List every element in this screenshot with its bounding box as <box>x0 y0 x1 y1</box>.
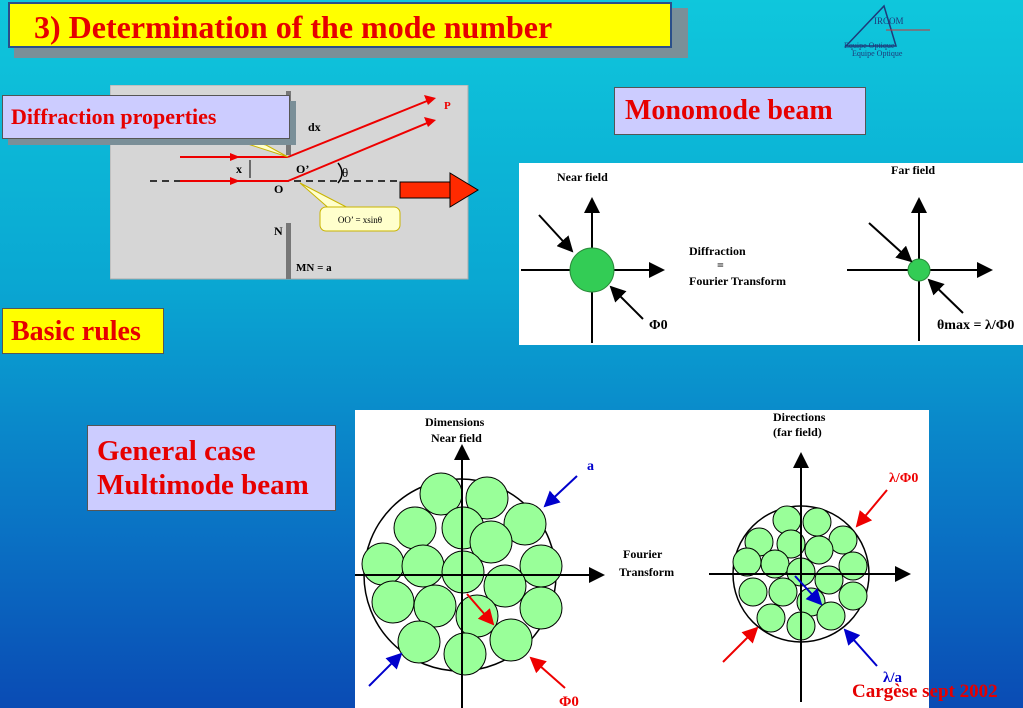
phi0-multi-label: Φ0 <box>559 694 579 708</box>
logo-text-2: Equipe Optique <box>844 41 895 50</box>
ircom-logo: IRCOM Equipe Optique Equipe Optique <box>844 4 930 58</box>
label-O: O <box>274 182 283 196</box>
callout-text: OO’ = xsinθ <box>338 215 382 225</box>
callout-box <box>319 206 401 232</box>
near-blue-pointer <box>368 652 403 687</box>
incident-arrow-top <box>230 153 240 161</box>
far-mode <box>768 577 798 607</box>
near-mode <box>443 632 487 676</box>
near-field-subtitle: Near field <box>431 431 482 445</box>
monomode-panel: Near field Far field Diffraction = Fouri… <box>519 163 1023 345</box>
near-mode <box>519 586 563 630</box>
near-mode <box>397 620 441 664</box>
general-case-text: General case <box>97 435 256 467</box>
far-field-title: Far field <box>891 163 935 177</box>
far-blue-inner-pointer <box>794 575 823 606</box>
fourier-transform-text: Fourier Transform <box>689 274 786 288</box>
footer-text: Cargèse sept 2002 <box>852 681 998 702</box>
transform-text: Transform <box>619 565 674 579</box>
big-arrow-body <box>399 181 451 199</box>
near-mode <box>393 506 437 550</box>
near-mode <box>503 502 547 546</box>
logo-text-3: Equipe Optique <box>852 49 903 58</box>
dimensions-title: Dimensions <box>425 415 485 429</box>
phi0-pointer <box>609 285 644 320</box>
far-mode <box>776 529 806 559</box>
far-field-spot <box>907 258 931 282</box>
near-red-inner-pointer <box>466 593 495 626</box>
diffraction-text: Diffraction <box>689 244 746 258</box>
a-pointer <box>543 475 578 508</box>
label-theta: θ <box>342 165 348 180</box>
slit-lower-edge <box>286 223 291 279</box>
multimode-panel: Dimensions Near field Directions (far fi… <box>355 410 929 708</box>
lambda-phi0-label: λ/Φ0 <box>889 471 918 486</box>
incident-arrow-bottom <box>230 177 240 185</box>
far-mode <box>814 565 844 595</box>
far-field-subtitle: (far field) <box>773 425 822 439</box>
equals-text: = <box>717 258 724 272</box>
diffracted-ray-top <box>287 98 433 158</box>
label-dx: dx <box>308 120 321 134</box>
label-N: N <box>274 224 283 238</box>
near-field-title: Near field <box>557 170 608 184</box>
far-mode <box>838 551 868 581</box>
label-x: x <box>236 162 242 176</box>
logo-text-1: IRCOM <box>874 16 904 26</box>
near-field-pointer <box>538 214 574 253</box>
directions-title: Directions <box>773 410 826 424</box>
theta-max-label: θmax = λ/Φ0 <box>937 318 1014 333</box>
near-mode <box>469 520 513 564</box>
a-label: a <box>587 459 594 474</box>
far-mode <box>732 547 762 577</box>
label-O-prime: O’ <box>296 162 309 176</box>
near-field-spot <box>569 247 615 293</box>
label-P: P <box>444 100 451 112</box>
lambda-phi0-pointer <box>855 489 888 528</box>
basic-rules-label: Basic rules <box>2 308 164 354</box>
far-mode <box>802 507 832 537</box>
far-mode <box>804 535 834 565</box>
theta-arc <box>337 162 343 184</box>
far-mode <box>756 603 786 633</box>
far-red-pointer <box>722 626 759 663</box>
near-mode <box>361 542 405 586</box>
far-mode <box>838 581 868 611</box>
diffracted-arrow-bottom <box>424 117 436 127</box>
fourier-text: Fourier <box>623 547 663 561</box>
far-field-pointer <box>868 222 913 263</box>
diffracted-arrow-top <box>424 95 436 105</box>
near-mode <box>413 584 457 628</box>
multimode-beam-text: Multimode beam <box>97 469 309 501</box>
page-title: 3) Determination of the mode number <box>8 2 672 48</box>
theta-max-pointer <box>927 278 964 314</box>
diffracted-ray-bottom <box>287 120 433 182</box>
near-field-modes <box>361 472 563 676</box>
big-arrow-head <box>449 172 479 208</box>
diffraction-properties-label: Diffraction properties <box>2 95 290 139</box>
monomode-beam-label: Monomode beam <box>614 87 866 135</box>
near-mode <box>371 580 415 624</box>
label-MN: MN = a <box>296 262 332 274</box>
near-mode <box>519 544 563 588</box>
far-mode <box>738 577 768 607</box>
lambda-a-label: λ/a <box>883 670 903 686</box>
lambda-a-pointer <box>843 628 878 667</box>
phi0-label: Φ0 <box>649 318 668 333</box>
near-mode <box>489 618 533 662</box>
near-mode <box>401 544 445 588</box>
far-mode <box>772 505 802 535</box>
general-case-label: General case Multimode beam <box>87 425 336 511</box>
near-mode <box>465 476 509 520</box>
phi0-red-pointer <box>529 656 566 689</box>
far-mode <box>816 601 846 631</box>
logo-triangle <box>844 4 898 47</box>
